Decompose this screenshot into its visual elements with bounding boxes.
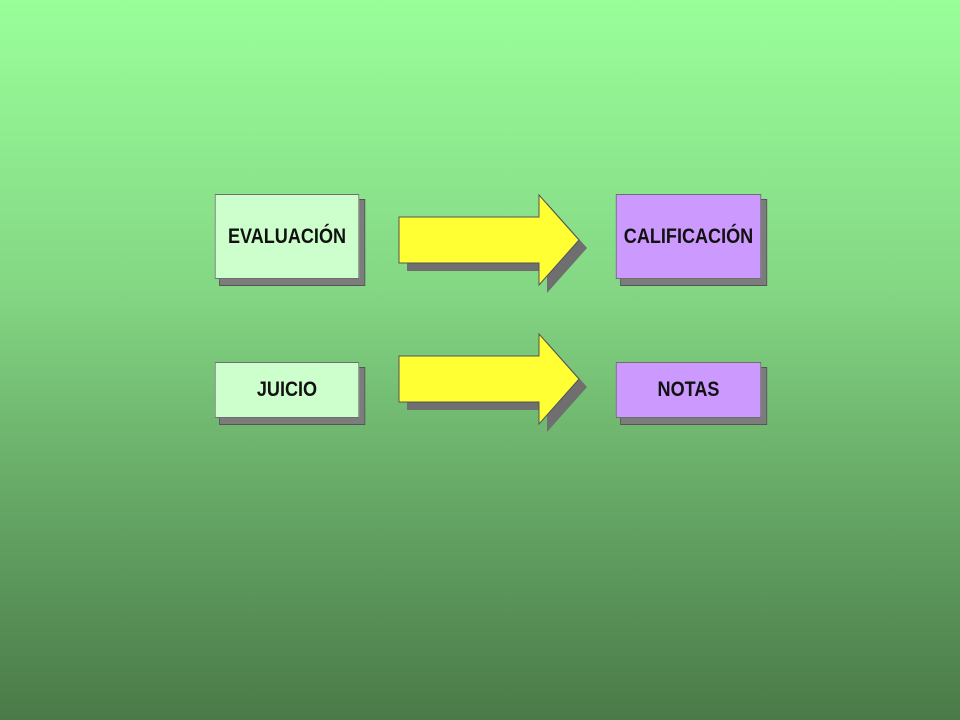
target-box-calificacion: CALIFICACIÓN bbox=[615, 194, 762, 279]
target-label-notas: NOTAS bbox=[657, 378, 720, 401]
source-box-juicio: JUICIO bbox=[214, 362, 360, 418]
target-box-notas: NOTAS bbox=[615, 362, 762, 418]
source-label-juicio: JUICIO bbox=[256, 378, 318, 401]
target-label-calificacion: CALIFICACIÓN bbox=[623, 224, 754, 248]
source-label-evaluacion: EVALUACIÓN bbox=[227, 224, 347, 248]
source-box-evaluacion: EVALUACIÓN bbox=[214, 194, 360, 279]
